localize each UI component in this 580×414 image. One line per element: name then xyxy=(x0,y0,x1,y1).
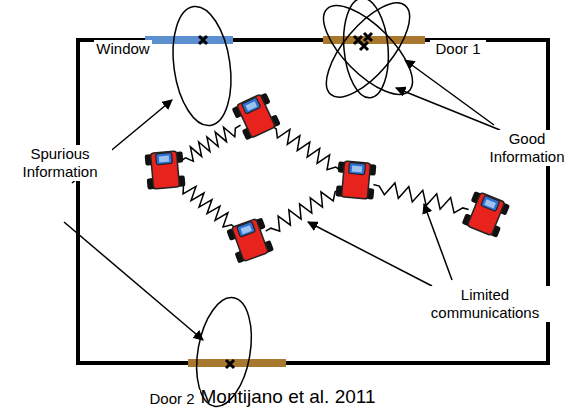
robots xyxy=(145,92,511,264)
door-segment xyxy=(188,359,286,367)
annotation-label: Door 1 xyxy=(430,40,486,58)
figure-caption: Montijano et al. 2011 xyxy=(0,386,576,408)
robot-icon xyxy=(462,190,511,238)
annotation-label: Spurious Information xyxy=(8,145,112,181)
uncertainty-ellipse xyxy=(312,0,423,110)
annotation-label: Limited communications xyxy=(420,286,550,322)
robot-icon xyxy=(145,150,186,189)
spring-link xyxy=(271,126,341,171)
robot-icon xyxy=(336,160,377,199)
robot-icon xyxy=(231,92,281,141)
spring-link xyxy=(180,125,240,161)
spring-links xyxy=(179,125,469,231)
spring-link xyxy=(179,181,236,228)
uncertainty-ellipse xyxy=(340,0,393,100)
door-segment xyxy=(323,36,425,44)
robot-icon xyxy=(226,217,274,264)
window-segment xyxy=(145,36,233,44)
spring-link xyxy=(373,183,468,213)
spring-link xyxy=(266,189,341,231)
uncertainty-ellipse xyxy=(166,3,238,130)
annotation-label: Good Information xyxy=(478,130,576,166)
annotation-label: Door 2 xyxy=(144,390,200,408)
annotation-label: Window xyxy=(94,40,152,58)
estimate-marks xyxy=(199,33,372,368)
